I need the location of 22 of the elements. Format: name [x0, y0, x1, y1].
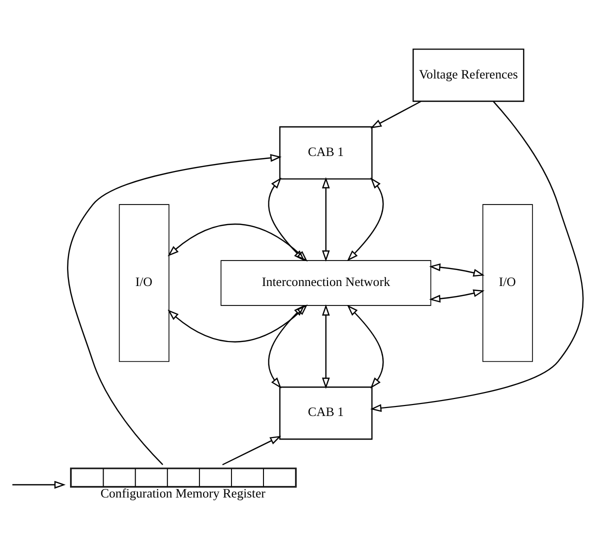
arrow: [168, 224, 308, 262]
node-box: CAB 1: [279, 386, 373, 440]
arrow: [370, 101, 584, 412]
arrow: [429, 289, 485, 303]
node-label: Configuration Memory Register: [100, 486, 266, 500]
arrow: [268, 304, 305, 388]
node-box: Interconnection Network: [220, 260, 432, 306]
arrow: [268, 178, 305, 262]
arrow: [168, 304, 308, 342]
arrow: [347, 178, 384, 262]
arrow: [347, 304, 384, 388]
node-box: I/O: [482, 204, 533, 362]
node-box: CAB 1: [279, 126, 373, 180]
arrow: [370, 100, 422, 128]
node-box: Voltage References: [412, 48, 524, 102]
arrow: [222, 436, 282, 466]
arrow: [322, 177, 330, 262]
arrow: [322, 304, 330, 389]
node-box: I/O: [118, 204, 170, 362]
arrow: [429, 263, 485, 277]
arrow: [67, 154, 282, 466]
arrow: [12, 480, 66, 489]
